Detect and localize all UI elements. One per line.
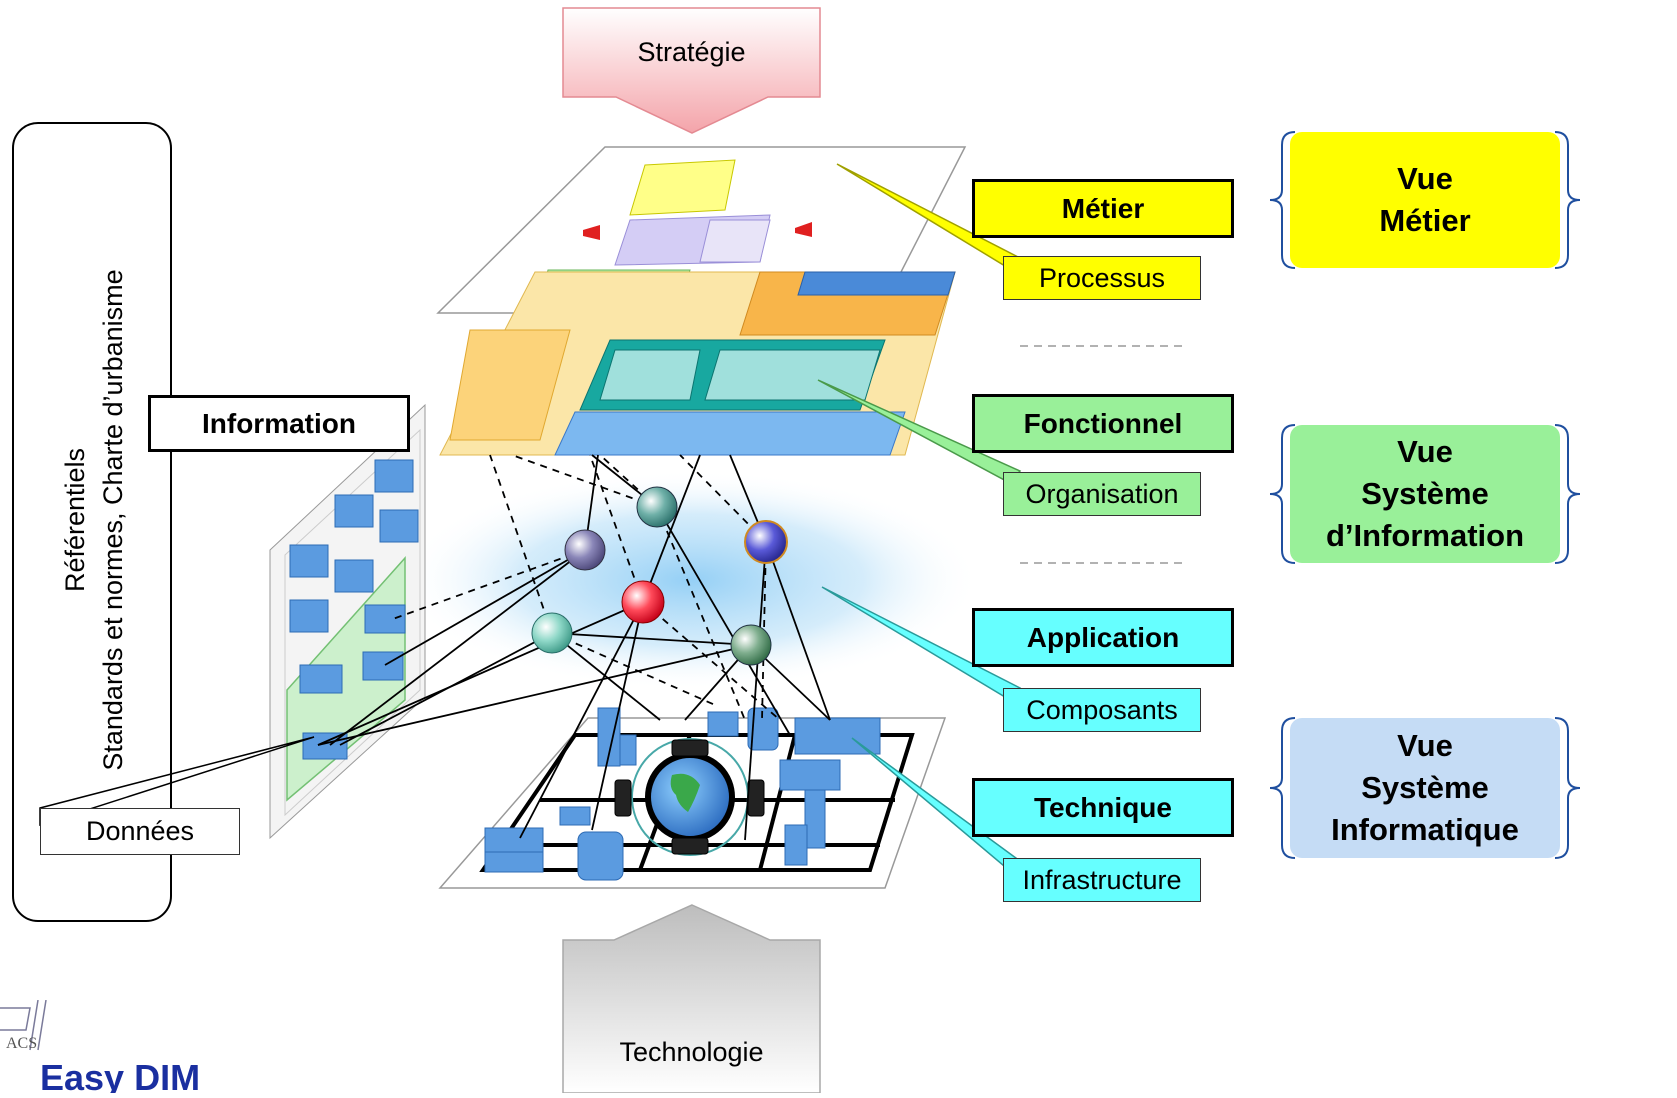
connection-line-solid: [744, 541, 767, 841]
app-node-red: [621, 580, 665, 624]
layer-technique: Technique: [972, 778, 1234, 837]
information-label: Information: [148, 395, 410, 452]
referentiels-line2: Standards et normes, Charte d’urbanisme: [98, 269, 128, 771]
layer-fonctionnel: Fonctionnel: [972, 394, 1234, 453]
technique-plane: [438, 707, 947, 889]
view-braces: [1269, 131, 1581, 859]
strategie-arrow: [562, 7, 821, 134]
application-cloud: [400, 470, 980, 690]
view-metier: Vue Métier: [1290, 132, 1560, 268]
sub-infrastructure: Infrastructure: [1003, 858, 1201, 902]
connection-line-dashed: [761, 541, 767, 721]
callouts: [39, 163, 1022, 873]
app-node-blue: [744, 520, 788, 564]
connection-line-dashed: [389, 549, 586, 621]
view-si-line2: Système: [1361, 476, 1489, 511]
view-sinf-line3: Informatique: [1331, 812, 1519, 847]
view-metier-line1: Vue: [1397, 161, 1453, 196]
connection-line-solid: [384, 549, 586, 666]
app-node-purple: [564, 529, 606, 571]
view-sinf-line1: Vue: [1397, 728, 1453, 763]
view-si-line3: d’Information: [1325, 518, 1525, 553]
referentiels-line1: Référentiels: [60, 447, 90, 593]
view-sinf-line2: Système: [1361, 770, 1489, 805]
connection-line-dashed: [551, 632, 716, 706]
connection-line-solid: [329, 549, 586, 746]
fonctionnel-plane: [439, 271, 956, 456]
logo-text: Easy DIM: [40, 1057, 200, 1093]
view-systeme-informatique: Vue Système Informatique: [1290, 718, 1560, 858]
technologie-arrow: [562, 904, 821, 1093]
strategie-label: Stratégie: [637, 36, 746, 67]
connection-line-solid: [519, 601, 644, 839]
referentiels-box: [12, 122, 172, 922]
view-systeme-information: Vue Système d’Information: [1290, 425, 1560, 563]
layer-application: Application: [972, 608, 1234, 667]
connection-line-solid: [551, 632, 752, 646]
donnees-label: Données: [40, 808, 240, 855]
connection-line-dashed: [642, 601, 781, 721]
connection-line-solid: [339, 632, 553, 746]
connection-line-solid: [765, 541, 831, 721]
technologie-label: Technologie: [619, 1036, 764, 1067]
easy-dim-logo: ACS Easy DIM: [0, 999, 220, 1098]
connection-line-solid: [317, 601, 644, 746]
view-metier-line2: Métier: [1379, 203, 1471, 238]
connection-line-dashed: [489, 454, 553, 634]
sub-organisation: Organisation: [1003, 472, 1201, 516]
connection-line-solid: [551, 632, 661, 721]
app-node-mint: [531, 612, 573, 654]
application-nodes: [531, 486, 788, 666]
connection-line-dashed: [589, 454, 644, 603]
app-node-teal: [636, 486, 678, 528]
connection-line-solid: [317, 644, 752, 746]
view-si-line1: Vue: [1397, 434, 1453, 469]
connection-line-solid: [591, 601, 644, 831]
connection-line-solid: [642, 454, 701, 603]
app-node-green: [730, 624, 772, 666]
logo-small-text: ACS: [6, 1035, 37, 1052]
layer-metier: Métier: [972, 179, 1234, 238]
data-cubes: [289, 459, 419, 760]
connection-line-solid: [656, 506, 791, 736]
sub-processus: Processus: [1003, 256, 1201, 300]
sub-composants: Composants: [1003, 688, 1201, 732]
information-panel: [269, 403, 426, 840]
